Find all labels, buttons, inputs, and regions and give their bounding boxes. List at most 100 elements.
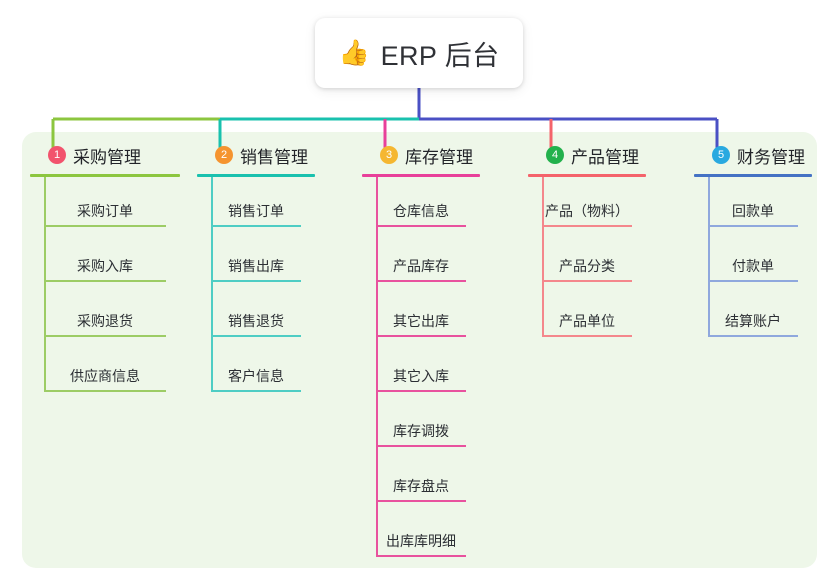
branch-number-badge: 2 [215,146,233,164]
branch-item-rule [376,500,466,502]
branch-item-label: 销售订单 [228,203,284,219]
branch-item-label: 产品单位 [559,313,615,329]
branch-item-list: 仓库信息产品库存其它出库其它入库库存调拨库存盘点出库库明细 [362,177,480,562]
branch-spine [211,177,213,390]
branch-item[interactable]: 销售出库 [197,232,315,287]
branch-item-label: 回款单 [732,203,774,219]
branch-spine [376,177,378,555]
branch-item-label: 销售退货 [228,313,284,329]
branch-item-rule [376,445,466,447]
branch-item[interactable]: 产品（物料） [528,177,646,232]
branch-item-label: 付款单 [732,258,774,274]
branch-item-label: 其它出库 [393,313,449,329]
branch-item-label: 库存盘点 [393,478,449,494]
root-node-content: 👍 ERP 后台 [338,34,499,73]
branch-item[interactable]: 仓库信息 [362,177,480,232]
branch-item-label: 采购退货 [77,313,133,329]
branch-item[interactable]: 库存调拨 [362,397,480,452]
branch-header[interactable]: 1 采购管理 [30,142,180,168]
branch-header[interactable]: 3 库存管理 [362,142,480,168]
branch-item-rule [376,280,466,282]
branch-item[interactable]: 产品单位 [528,287,646,342]
branch-number-badge: 4 [546,146,564,164]
branch-title: 采购管理 [73,147,141,167]
branch-item-label: 采购订单 [77,203,133,219]
branch-item[interactable]: 采购退货 [30,287,180,342]
branch-item-rule [376,335,466,337]
branch-item[interactable]: 其它出库 [362,287,480,342]
branch-item[interactable]: 采购订单 [30,177,180,232]
branch-item-rule [542,225,632,227]
branch-item-rule [542,335,632,337]
branch-item-rule [708,225,798,227]
branch-item-label: 客户信息 [228,368,284,384]
branch-item[interactable]: 库存盘点 [362,452,480,507]
branch-item-label: 采购入库 [77,258,133,274]
branch-item-rule [708,280,798,282]
branch-item-label: 销售出库 [228,258,284,274]
branch-column: 1 采购管理采购订单采购入库采购退货供应商信息 [30,142,180,397]
branches-panel [22,132,817,568]
branch-item-rule [211,225,301,227]
root-node[interactable]: 👍 ERP 后台 [315,18,523,88]
branch-item[interactable]: 结算账户 [694,287,812,342]
branch-item[interactable]: 客户信息 [197,342,315,397]
branch-item-label: 库存调拨 [393,423,449,439]
branch-item-rule [376,555,466,557]
branch-item-list: 回款单付款单结算账户 [694,177,812,342]
branch-title: 库存管理 [405,147,473,167]
branch-item-label: 结算账户 [725,313,781,329]
branch-item-list: 销售订单销售出库销售退货客户信息 [197,177,315,397]
branch-item-list: 产品（物料） 产品分类产品单位 [528,177,646,342]
branch-item-rule [211,280,301,282]
branch-item-label: 仓库信息 [393,203,449,219]
branch-header-rule [694,174,812,177]
branch-item-rule [211,335,301,337]
thumbs-up-icon: 👍 [338,38,370,67]
branch-header-rule [30,174,180,177]
branch-header[interactable]: 4 产品管理 [528,142,646,168]
branch-item-label: 出库库明细 [386,533,456,549]
branch-header-rule [362,174,480,177]
branch-title: 产品管理 [571,147,639,167]
branch-item[interactable]: 销售订单 [197,177,315,232]
branch-item[interactable]: 采购入库 [30,232,180,287]
branch-spine [542,177,544,335]
branch-item-list: 采购订单采购入库采购退货供应商信息 [30,177,180,397]
branch-header[interactable]: 2 销售管理 [197,142,315,168]
branch-title: 财务管理 [737,147,805,167]
branch-spine [708,177,710,335]
branch-item-rule [542,280,632,282]
branch-number-badge: 1 [48,146,66,164]
branch-item-label: 产品分类 [559,258,615,274]
branch-header-rule [197,174,315,177]
branch-item[interactable]: 供应商信息 [30,342,180,397]
branch-column: 2 销售管理销售订单销售出库销售退货客户信息 [197,142,315,397]
branch-spine [44,177,46,390]
branch-item[interactable]: 产品分类 [528,232,646,287]
branch-item-rule [211,390,301,392]
branch-item-rule [44,225,166,227]
branch-item-rule [44,280,166,282]
branch-item-rule [44,390,166,392]
branch-item[interactable]: 其它入库 [362,342,480,397]
branch-header-rule [528,174,646,177]
branch-item-label: 产品（物料） [545,203,629,219]
branch-item[interactable]: 销售退货 [197,287,315,342]
branch-item[interactable]: 产品库存 [362,232,480,287]
branch-item[interactable]: 付款单 [694,232,812,287]
branch-item-rule [376,390,466,392]
branch-column: 3 库存管理仓库信息产品库存其它出库其它入库库存调拨库存盘点出库库明细 [362,142,480,562]
branch-item-label: 产品库存 [393,258,449,274]
branch-item-rule [376,225,466,227]
branch-item[interactable]: 回款单 [694,177,812,232]
branch-item-rule [708,335,798,337]
branch-item[interactable]: 出库库明细 [362,507,480,562]
branch-title: 销售管理 [240,147,308,167]
branch-item-label: 其它入库 [393,368,449,384]
branch-number-badge: 3 [380,146,398,164]
